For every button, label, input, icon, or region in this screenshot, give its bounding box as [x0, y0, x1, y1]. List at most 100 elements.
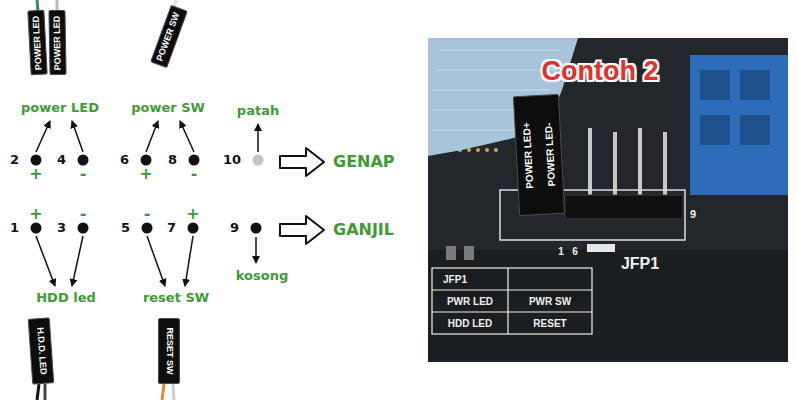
pin-number: 2	[10, 153, 19, 167]
header-pins	[613, 132, 617, 198]
pin-dot	[187, 222, 199, 234]
polarity-sign: +	[29, 205, 42, 223]
glove-texture	[432, 90, 550, 91]
silkscreen-label: JFP1	[621, 255, 659, 273]
polarity-sign: -	[191, 165, 198, 183]
pin-dot	[77, 222, 89, 234]
group-label: kosong	[236, 269, 288, 283]
board-pin-row	[485, 148, 489, 152]
leader-arrow	[147, 236, 165, 286]
blue-connector	[700, 70, 730, 100]
group-label: HDD led	[36, 291, 96, 305]
leader-arrow	[36, 121, 50, 152]
leader-arrow	[36, 121, 258, 286]
polarity-sign: +	[186, 205, 199, 223]
leader-arrow	[146, 121, 158, 152]
header-pin: 1+	[30, 222, 42, 234]
leader-arrow	[72, 236, 83, 286]
blue-connector	[740, 115, 770, 145]
header-pin: 9	[250, 222, 262, 234]
group-label: patah	[237, 104, 279, 118]
wire	[37, 384, 39, 400]
connector-housing: POWER SW	[150, 5, 188, 68]
header-pins	[638, 128, 642, 198]
connector-housing: H.D.D. LED	[28, 317, 55, 384]
silkscreen-table	[432, 268, 592, 334]
pin-dot	[250, 222, 262, 234]
silkscreen-cell: PWR LED	[447, 296, 493, 307]
pin-dot	[253, 155, 264, 166]
leader-arrow	[72, 121, 83, 152]
wire	[162, 384, 164, 400]
pin-dot	[31, 223, 42, 234]
smd-parts	[446, 246, 474, 260]
pin-dot	[31, 155, 42, 166]
header-pin: 6+	[140, 154, 152, 166]
pin-number: 9	[230, 221, 239, 235]
glove-texture	[436, 70, 556, 71]
board-pin-row	[476, 148, 480, 152]
silkscreen-cell: PWR SW	[529, 296, 571, 307]
pin-number: 4	[57, 153, 66, 167]
group-label: power SW	[131, 101, 205, 115]
silkscreen-table	[432, 311, 592, 312]
silkscreen-table	[507, 268, 508, 334]
header-pin: 7+	[187, 222, 199, 234]
polarity-sign: +	[139, 165, 152, 183]
header-pin: 3-	[77, 222, 89, 234]
pin-dot	[78, 155, 89, 166]
silkscreen-cell: HDD LED	[448, 318, 492, 329]
header-pin: 4-	[77, 154, 89, 166]
pin-dot	[252, 154, 264, 166]
silkscreen-number: 1	[558, 246, 564, 257]
pin-dot	[188, 223, 199, 234]
pin-dot	[30, 222, 42, 234]
header-pin: 5-	[141, 222, 153, 234]
blue-connector	[700, 115, 730, 145]
polarity-sign: -	[80, 165, 87, 183]
header-pins	[663, 132, 667, 198]
smd-parts	[464, 246, 474, 260]
pin-dot	[189, 155, 200, 166]
pin-number: 3	[57, 221, 66, 235]
connector-label: POWER LED-	[543, 122, 557, 186]
connector-label: H.D.D. LED	[34, 327, 47, 375]
connector-label: POWER LED	[31, 15, 44, 70]
connector-label: POWER LED	[52, 15, 63, 70]
pin-number: 10	[223, 153, 241, 167]
silkscreen-mark	[587, 244, 615, 252]
pin-dot	[251, 223, 262, 234]
polarity-sign: +	[29, 165, 42, 183]
leader-arrow	[255, 237, 257, 263]
silkscreen-number: 9	[690, 208, 696, 220]
glove-texture	[440, 50, 560, 51]
polarity-sign: -	[144, 205, 151, 223]
blue-connector	[690, 55, 788, 195]
board-photo	[428, 38, 788, 362]
group-label: reset SW	[143, 291, 209, 305]
board-photo	[428, 250, 788, 362]
silkscreen-table	[432, 268, 592, 334]
leader-arrow	[257, 124, 259, 152]
pin-number: 5	[121, 221, 130, 235]
header-pins	[590, 128, 665, 198]
connector-label: RESET SW	[164, 327, 174, 374]
connector-label: POWER LED+	[521, 122, 535, 189]
connector-housing: RESET SW	[158, 318, 180, 384]
row-label: GANJIL	[333, 221, 394, 239]
silkscreen-cell: JFP1	[443, 274, 467, 285]
leader-arrow	[180, 121, 194, 152]
pin-dot	[141, 222, 153, 234]
connector-housing: POWER LED	[48, 10, 66, 75]
header-pin: 10	[252, 154, 264, 166]
pin-dot	[142, 223, 153, 234]
blue-connector	[740, 70, 770, 100]
header-pin: 8-	[188, 154, 200, 166]
board-pin-row	[494, 148, 498, 152]
pin-number: 7	[167, 221, 176, 235]
row-label: GENAP	[333, 153, 395, 171]
group-label: power LED	[21, 101, 99, 115]
connector-label: POWER SW	[156, 11, 183, 62]
leader-arrow	[36, 236, 55, 286]
